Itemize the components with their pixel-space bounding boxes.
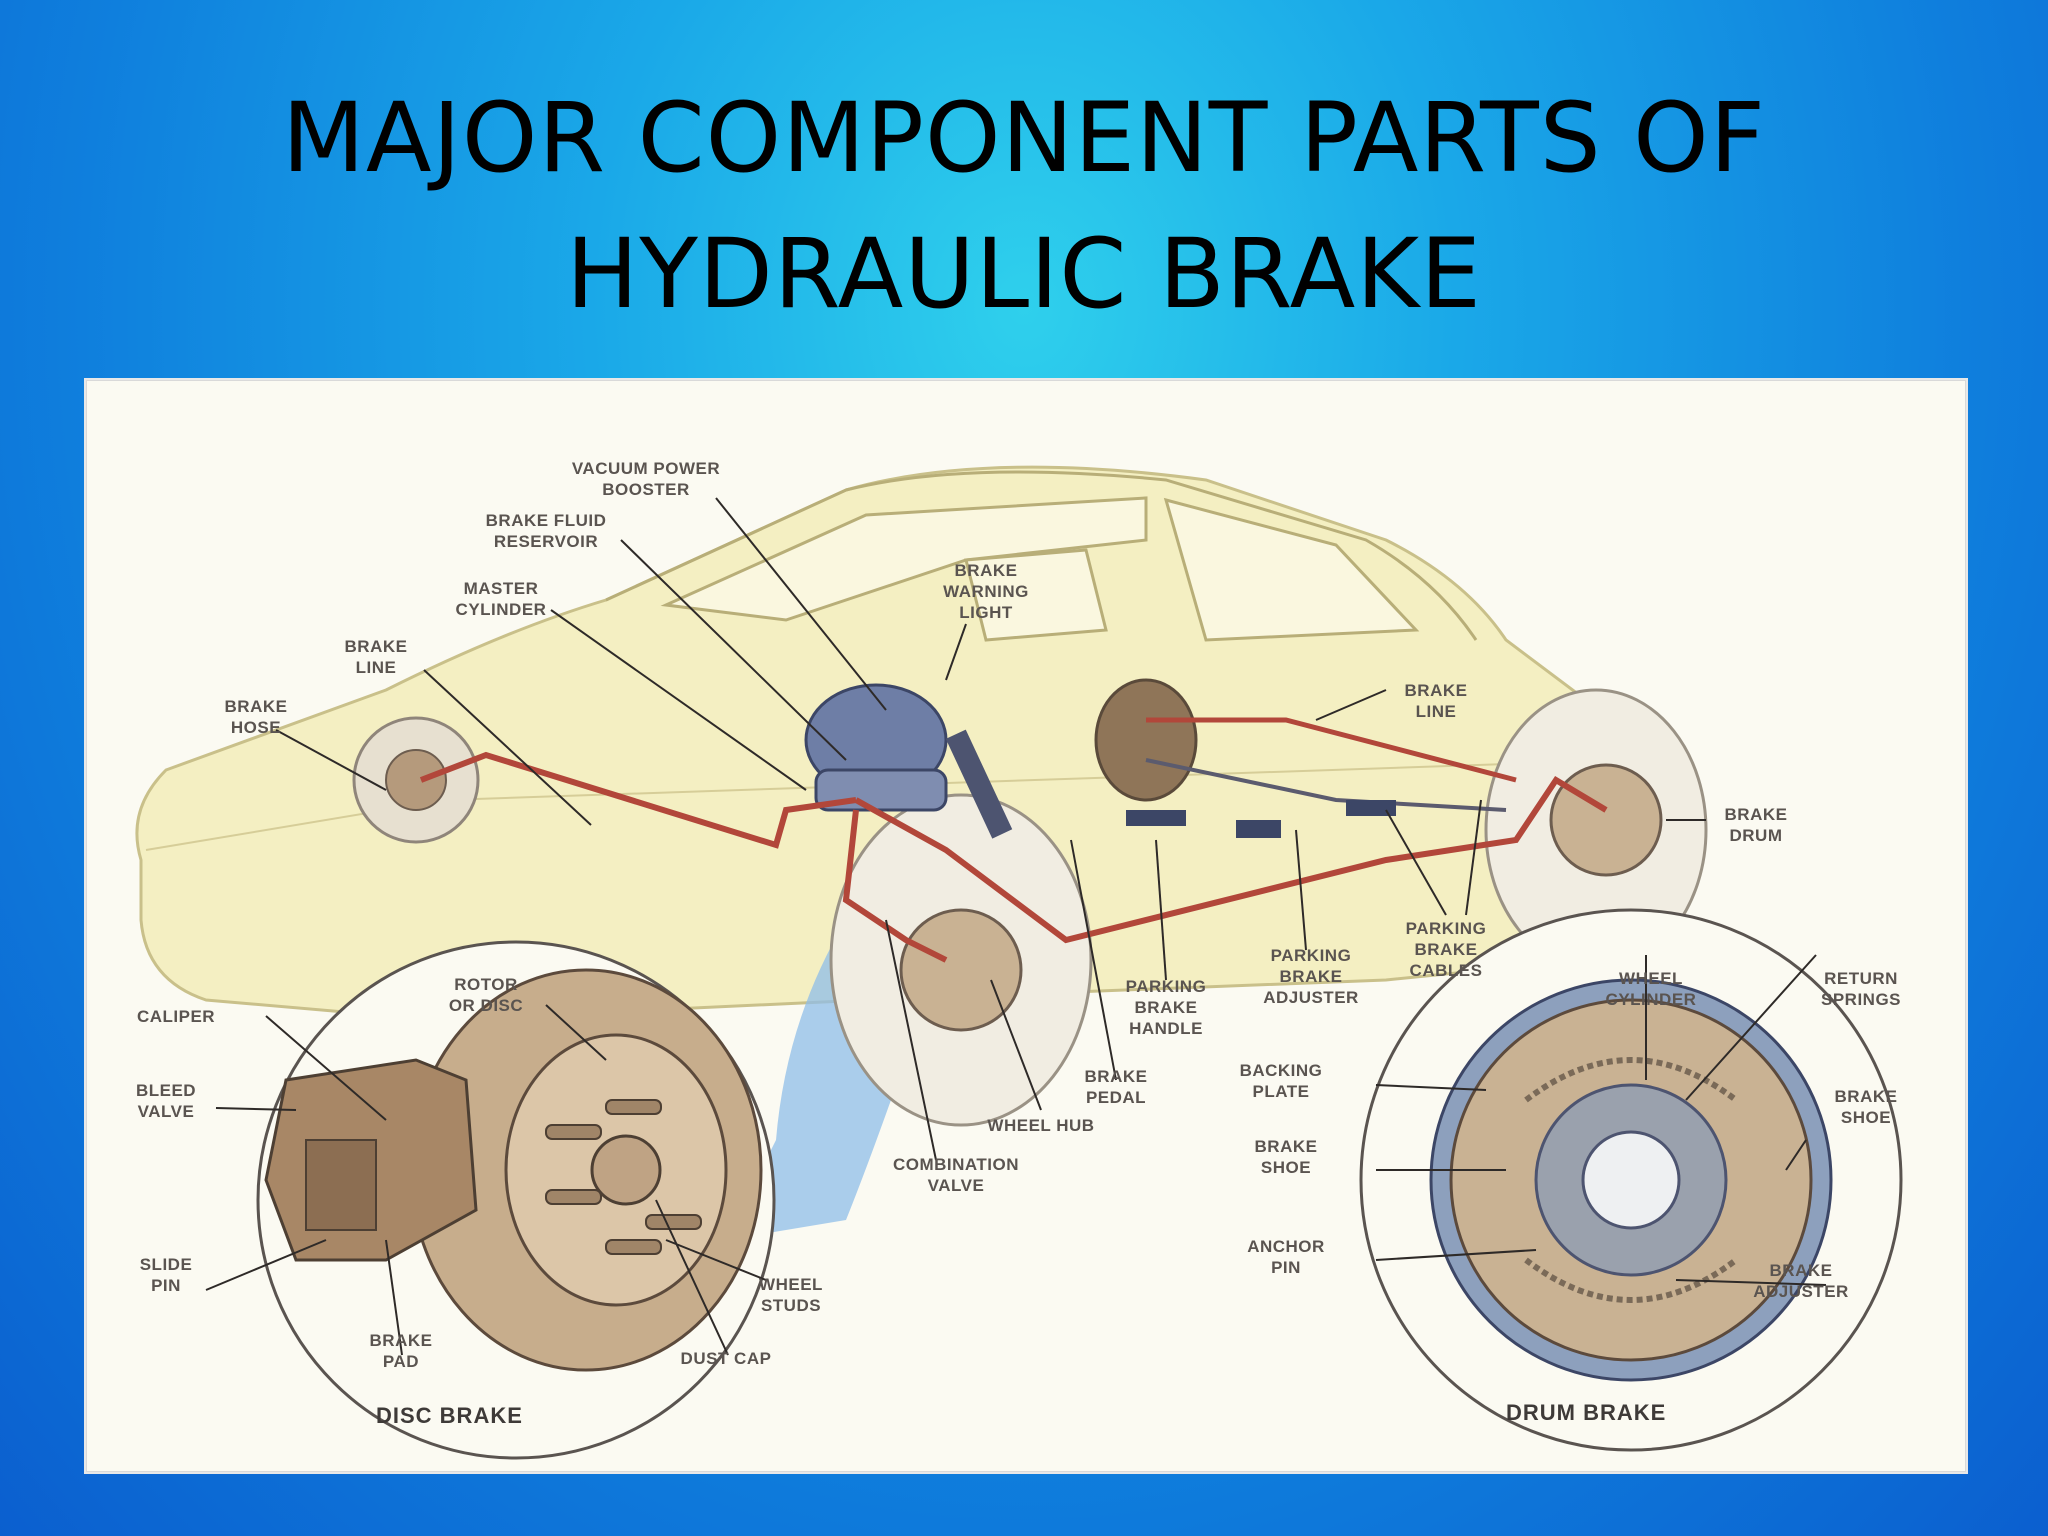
label-brake-drum: BRAKE DRUM: [1724, 805, 1788, 845]
label-brake-shoe-right: BRAKE SHOE: [1834, 1087, 1898, 1127]
title-line-2: HYDRAULIC BRAKE: [566, 218, 1482, 330]
label-parking-brake-handle: PARKING BRAKE HANDLE: [1125, 977, 1207, 1038]
brake-line-rear: [1146, 717, 1517, 783]
diagram-illustration: [135, 465, 1903, 1460]
hydraulic-brake-diagram: VACUUM POWER BOOSTER BRAKE FLUID RESERVO…: [84, 378, 1968, 1474]
brake-pedal-shape: [945, 729, 1013, 839]
label-wheel-hub: WHEEL HUB: [987, 1116, 1095, 1135]
label-dust-cap: DUST CAP: [680, 1349, 772, 1368]
label-anchor-pin: ANCHOR PIN: [1247, 1237, 1325, 1277]
label-parking-brake-adjuster: PARKING BRAKE ADJUSTER: [1263, 946, 1359, 1007]
rear-left-drum: [1094, 678, 1198, 802]
label-vacuum-power-booster: VACUUM POWER BOOSTER: [571, 459, 721, 499]
caption-disc-brake: DISC BRAKE: [376, 1403, 523, 1428]
leader-lines: [205, 497, 1827, 1356]
label-master-cylinder: MASTER CYLINDER: [455, 579, 547, 619]
label-brake-warning-light: BRAKE WARNING LIGHT: [943, 561, 1029, 622]
parking-brake-cable: [1145, 758, 1507, 812]
label-brake-pedal: BRAKE PEDAL: [1084, 1067, 1148, 1107]
label-brake-line-front: BRAKE LINE: [344, 637, 408, 677]
slide-title: MAJOR COMPONENT PARTS OF HYDRAULIC BRAKE: [0, 70, 2048, 342]
label-return-springs: RETURN SPRINGS: [1820, 969, 1902, 1009]
wheel-stud-shapes: [545, 1099, 702, 1255]
label-brake-line-rear: BRAKE LINE: [1404, 681, 1468, 721]
brake-line-mid: [854, 775, 1608, 944]
car-window-pillar: [964, 548, 1108, 642]
title-line-1: MAJOR COMPONENT PARTS OF: [282, 82, 1766, 194]
car-window-rear: [1163, 497, 1420, 642]
label-backing-plate: BACKING PLATE: [1239, 1061, 1323, 1101]
car-window-front: [660, 496, 1148, 622]
car-roofline: [605, 470, 1478, 641]
label-brake-shoe-left: BRAKE SHOE: [1254, 1137, 1318, 1177]
label-rotor-or-disc: ROTOR OR DISC: [448, 975, 524, 1015]
label-brake-hose: BRAKE HOSE: [224, 697, 288, 737]
caption-drum-brake: DRUM BRAKE: [1506, 1400, 1667, 1425]
label-bleed-valve: BLEED VALVE: [135, 1081, 197, 1121]
label-wheel-cylinder: WHEEL CYLINDER: [1605, 969, 1697, 1009]
label-brake-pad: BRAKE PAD: [369, 1331, 433, 1371]
drum-springs: [1524, 1057, 1738, 1303]
label-brake-adjuster: BRAKE ADJUSTER: [1753, 1261, 1849, 1301]
label-combination-valve: COMBINATION VALVE: [892, 1155, 1020, 1195]
brake-line-front: [419, 751, 857, 849]
label-wheel-studs: WHEEL STUDS: [759, 1275, 823, 1315]
label-caliper: CALIPER: [136, 1007, 216, 1026]
label-parking-brake-cables: PARKING BRAKE CABLES: [1405, 919, 1487, 980]
brake-line-to-front-right: [842, 809, 948, 963]
label-brake-fluid-reservoir: BRAKE FLUID RESERVOIR: [485, 511, 607, 551]
label-slide-pin: SLIDE PIN: [139, 1255, 193, 1295]
